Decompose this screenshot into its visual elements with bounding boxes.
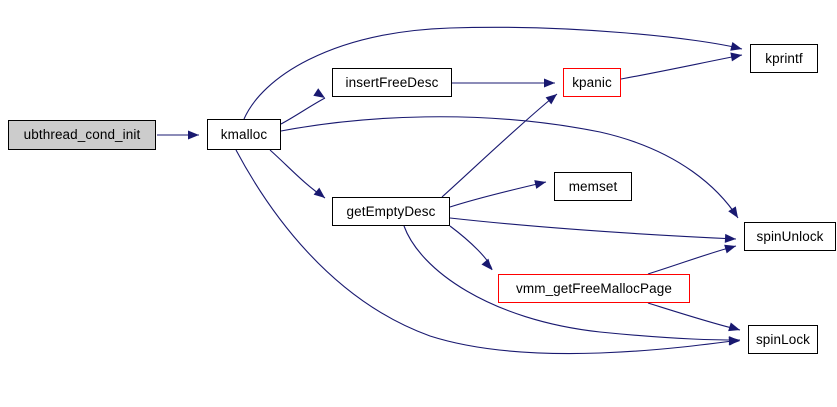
- arrowhead-getemptydesc-spinlock: [728, 336, 740, 346]
- edge-kmalloc-to-kprintf: [243, 26, 743, 120]
- node-label-insertFreeDesc: insertFreeDesc: [345, 74, 439, 90]
- node-kpanic[interactable]: kpanic: [563, 68, 621, 97]
- arrowhead-kmalloc-spinlock: [728, 336, 740, 346]
- edge-getEmptyDesc-to-memset: [449, 181, 547, 208]
- arrowhead-kpanic-kprintf: [730, 52, 742, 62]
- node-kprintf[interactable]: kprintf: [750, 44, 818, 73]
- edge-vmm_getFreeMallocPage-to-spinLock: [647, 302, 741, 331]
- node-spinUnlock[interactable]: spinUnlock: [744, 222, 836, 251]
- arrowhead-getemptydesc-vmm: [481, 258, 492, 270]
- arrowhead-ubthread-kmalloc: [188, 130, 199, 140]
- node-kmalloc[interactable]: kmalloc: [207, 119, 281, 150]
- arrowhead-getemptydesc-memset: [534, 180, 546, 189]
- node-memset[interactable]: memset: [554, 172, 632, 201]
- arrowhead-insertfreedesc-kpanic: [544, 78, 555, 88]
- edge-getEmptyDesc-to-spinUnlock: [449, 217, 737, 240]
- arrowhead-getemptydesc-kpanic: [545, 94, 557, 105]
- edge-getEmptyDesc-to-vmm_getFreeMallocPage: [449, 225, 493, 271]
- arrowhead-kmalloc-kprintf: [730, 41, 742, 51]
- node-label-spinUnlock: spinUnlock: [756, 228, 824, 244]
- edge-getEmptyDesc-to-kpanic: [441, 93, 558, 198]
- node-label-vmm_getFreeMallocPage: vmm_getFreeMallocPage: [516, 280, 672, 296]
- node-label-spinLock: spinLock: [755, 331, 811, 347]
- node-ubthread_cond_init[interactable]: ubthread_cond_init: [8, 120, 156, 150]
- node-label-kmalloc: kmalloc: [220, 126, 268, 142]
- node-label-kprintf: kprintf: [765, 50, 803, 66]
- arrowhead-vmm-spinlock: [728, 322, 740, 332]
- arrowhead-getemptydesc-spinunlock: [724, 233, 736, 243]
- edge-kmalloc-to-getEmptyDesc: [269, 149, 326, 199]
- arrowhead-kmalloc-spinunlock: [728, 206, 738, 218]
- node-insertFreeDesc[interactable]: insertFreeDesc: [332, 68, 452, 97]
- node-label-getEmptyDesc: getEmptyDesc: [346, 203, 436, 219]
- arrowhead-kmalloc-getemptydesc: [313, 187, 325, 198]
- node-label-ubthread_cond_init: ubthread_cond_init: [23, 127, 141, 143]
- node-vmm_getFreeMallocPage[interactable]: vmm_getFreeMallocPage: [498, 274, 690, 303]
- arrowhead-vmm-spinunlock: [724, 244, 736, 254]
- node-getEmptyDesc[interactable]: getEmptyDesc: [332, 197, 450, 226]
- arrowhead-kmalloc-insertfreedesc: [313, 88, 325, 98]
- node-label-memset: memset: [568, 178, 618, 194]
- edge-kpanic-to-kprintf: [620, 54, 743, 80]
- node-spinLock[interactable]: spinLock: [748, 325, 818, 354]
- node-label-kpanic: kpanic: [572, 74, 612, 90]
- edge-kmalloc-to-insertFreeDesc: [280, 97, 326, 125]
- edge-vmm_getFreeMallocPage-to-spinUnlock: [647, 245, 737, 275]
- edge-kmalloc-to-spinLock: [235, 149, 741, 355]
